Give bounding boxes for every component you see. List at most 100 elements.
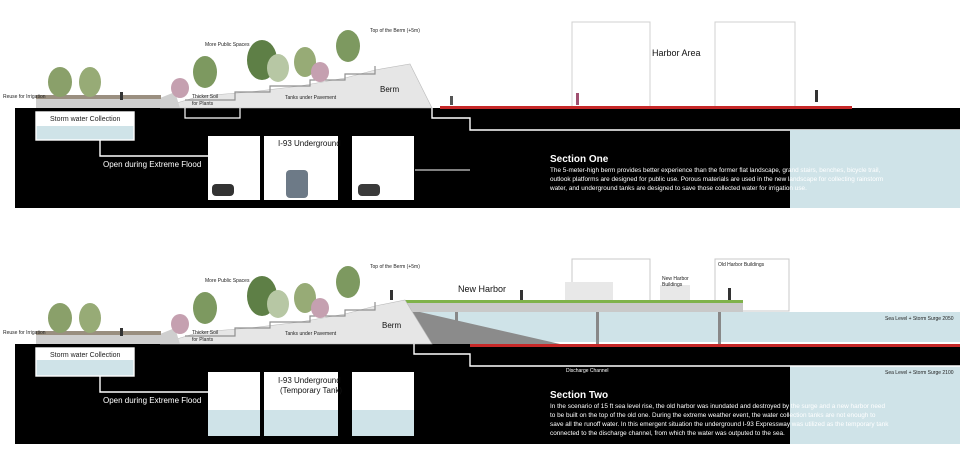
berm-label: Berm (380, 85, 399, 94)
person-figure (815, 90, 818, 102)
thicker-soil-label: Thicker Soil (192, 330, 218, 336)
old-harbor-surface (470, 344, 960, 347)
pavement-left (36, 92, 180, 108)
pier-column (596, 312, 599, 344)
section-two-text-line: to be built on the top of the old one. D… (550, 412, 876, 419)
person-figure (120, 328, 123, 336)
section-one-text-line: The 5-meter-high berm provides better ex… (550, 167, 881, 174)
section-one-text-line: outlook platforms are designed for publi… (550, 176, 883, 183)
thicker-soil-label: Thicker Soil (192, 94, 218, 100)
section-two-text-line: In the scenario of 15 ft sea level rise,… (550, 403, 885, 410)
berm-label: Berm (382, 321, 401, 330)
storm-water-tank-empty (36, 112, 134, 126)
person-figure (576, 93, 579, 105)
tree (79, 67, 101, 97)
tree (294, 47, 316, 77)
new-harbor-deck-green (405, 300, 743, 303)
open-flood-label: Open during Extreme Flood (103, 396, 201, 405)
tree (171, 314, 189, 334)
storm-water-tank-empty (36, 348, 134, 360)
tank-outline (184, 108, 241, 119)
tree (48, 303, 72, 333)
tree (193, 56, 217, 88)
porous-pavement (36, 95, 161, 99)
tree (193, 292, 217, 324)
tree (171, 78, 189, 98)
person-figure (728, 288, 731, 300)
tree-group (48, 30, 360, 98)
car-icon (212, 184, 234, 196)
tree (79, 303, 101, 333)
surge-2050-label: Sea Level + Storm Surge 2050 (885, 316, 954, 322)
tree (267, 290, 289, 318)
sea-water-block (790, 366, 960, 444)
tree (336, 266, 360, 298)
section-two-text-line: save all the runoff water. In this emerg… (550, 421, 889, 428)
open-flood-label: Open during Extreme Flood (103, 160, 201, 169)
tree-group (48, 266, 360, 334)
tree (294, 283, 316, 313)
harbor-building-left (571, 21, 651, 109)
new-harbor-building (565, 282, 613, 302)
tunnel-wall (338, 372, 352, 436)
tree (48, 67, 72, 97)
old-harbor-buildings-label: Old Harbor Buildings (718, 262, 765, 268)
discharge-channel-label: Discharge Channel (566, 368, 609, 374)
storm-water-label: Storm water Collection (50, 352, 121, 359)
grand-stairs (185, 302, 376, 337)
porous-pavement (36, 331, 161, 335)
i93-temporary-label: (Temporary Tank) (280, 386, 342, 395)
i93-label: I-93 Underground (278, 139, 341, 148)
harbor-surface (440, 106, 852, 109)
rubble-slope (405, 312, 560, 344)
reuse-irrigation-label: Reuse for Irrigation (3, 330, 46, 336)
section-two-title: Section Two (550, 390, 608, 401)
tree (311, 298, 329, 318)
tanks-under-pavement-label: Tanks under Pavement (285, 95, 337, 101)
top-berm-label: Top of the Berm (+5m) (370, 28, 420, 34)
overflow-pipe (99, 140, 210, 157)
surge-2100-label: Sea Level + Storm Surge 2100 (885, 370, 954, 376)
i93-label: I-93 Underground (278, 376, 341, 385)
person-figure (120, 92, 123, 100)
pavement-left (36, 328, 180, 344)
discharge-channel (413, 344, 960, 367)
grand-stairs (185, 66, 376, 101)
top-berm-label: Top of the Berm (+5m) (370, 264, 420, 270)
overflow-pipe (99, 376, 210, 393)
person-figure (520, 290, 523, 300)
section-one-text-line: water, and underground tanks are designe… (549, 185, 807, 192)
new-harbor-buildings-label-2: Buildings (662, 282, 683, 288)
storm-water-label: Storm water Collection (50, 116, 121, 123)
new-harbor-label: New Harbor (458, 284, 506, 294)
harbor-basement-line (431, 108, 960, 131)
tree (311, 62, 329, 82)
person-figure (390, 290, 393, 300)
harbor-area-label: Harbor Area (652, 48, 701, 58)
i93-tank-water (208, 410, 414, 436)
tree (336, 30, 360, 62)
thicker-soil-label-2: for Plants (192, 101, 214, 107)
tunnel-wall (260, 372, 264, 436)
reuse-irrigation-label: Reuse for Irrigation (3, 94, 46, 100)
new-harbor-building (660, 285, 690, 303)
new-harbor-deck (405, 303, 743, 312)
more-public-label: More Public Spaces (205, 42, 250, 48)
truck-icon (286, 170, 308, 198)
more-public-label: More Public Spaces (205, 278, 250, 284)
car-icon (358, 184, 380, 196)
section-two: Top of the Berm (+5m) More Public Spaces… (3, 258, 960, 444)
section-one: Harbor Area Top of the Berm (+5m) (3, 21, 960, 208)
section-two-text-line: connected to the discharge channel, from… (550, 430, 785, 437)
person-figure (450, 96, 453, 105)
sea-water-block (790, 130, 960, 208)
tree (267, 54, 289, 82)
section-one-title: Section One (550, 154, 609, 165)
harbor-building-right (714, 21, 796, 109)
old-harbor-building (714, 258, 790, 312)
thicker-soil-label-2: for Plants (192, 337, 214, 343)
pier-column (718, 312, 721, 344)
tanks-under-pavement-label: Tanks under Pavement (285, 331, 337, 337)
